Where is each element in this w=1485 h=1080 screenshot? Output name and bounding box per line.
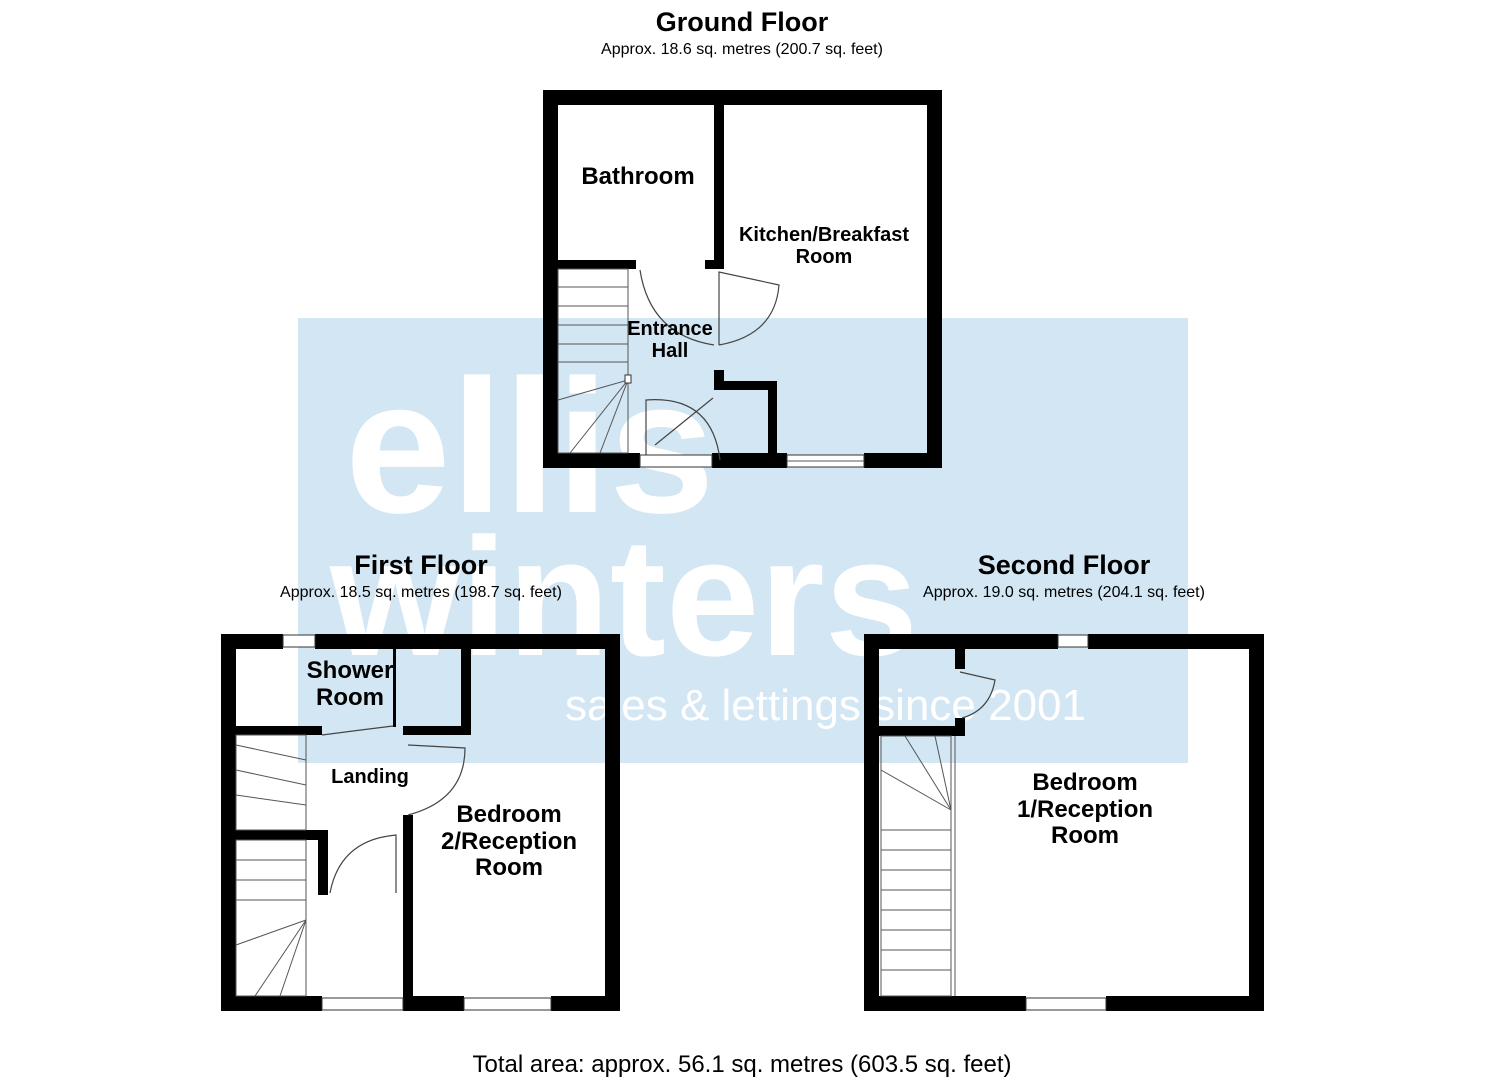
first-floor: First Floor Approx. 18.5 sq. metres (198… [221,550,620,1011]
watermark-tagline: sales & lettings since 2001 [565,681,1086,730]
second-floor-title: Second Floor [978,550,1151,580]
first-floor-doors [321,725,466,894]
ground-floor-windows [639,454,865,468]
first-floor-windows [282,634,552,1011]
watermark-background [298,318,1188,763]
first-floor-area: Approx. 18.5 sq. metres (198.7 sq. feet) [280,584,562,601]
ground-floor-area: Approx. 18.6 sq. metres (200.7 sq. feet) [601,41,883,58]
room-label-bedroom-1: Bedroom [1032,769,1137,796]
first-floor-title: First Floor [354,550,488,580]
watermark-line1: ellis [345,341,715,553]
second-floor-area: Approx. 19.0 sq. metres (204.1 sq. feet) [923,584,1205,601]
room-label-kitchen-2: Room [796,246,853,268]
total-area: Total area: approx. 56.1 sq. metres (603… [473,1051,1012,1078]
ground-floor-title: Ground Floor [656,7,829,37]
second-floor-walls [864,634,1264,1011]
second-floor: Second Floor Approx. 19.0 sq. metres (20… [864,550,1264,1011]
second-floor-windows [1025,634,1107,1011]
room-label-kitchen: Kitchen/Breakfast [739,224,909,246]
watermark-line2: winters [329,503,918,691]
ground-floor-doors [639,269,780,462]
second-floor-doors [959,671,996,719]
room-label-bedroom-2-line3: Room [475,854,543,881]
room-label-bedroom-2: Bedroom [456,801,561,828]
room-label-entrance-hall: Entrance [627,318,713,340]
first-floor-walls [221,634,620,1011]
room-label-bedroom-1-line3: Room [1051,822,1119,849]
room-label-bedroom-2-line2: 2/Reception [441,828,577,855]
first-floor-stairs [235,734,307,997]
ground-floor: Ground Floor Approx. 18.6 sq. metres (20… [543,7,942,468]
ground-floor-stairs [557,268,632,454]
room-label-landing: Landing [331,766,409,788]
room-label-shower-room: Shower [307,657,394,684]
second-floor-stairs [880,735,956,997]
room-label-bathroom: Bathroom [581,163,694,190]
room-label-bedroom-1-line2: 1/Reception [1017,796,1153,823]
watermark: ellis winters sales & lettings since 200… [298,318,1188,763]
room-label-entrance-hall-2: Hall [652,340,689,362]
ground-floor-walls [543,90,942,468]
room-label-shower-room-2: Room [316,684,384,711]
